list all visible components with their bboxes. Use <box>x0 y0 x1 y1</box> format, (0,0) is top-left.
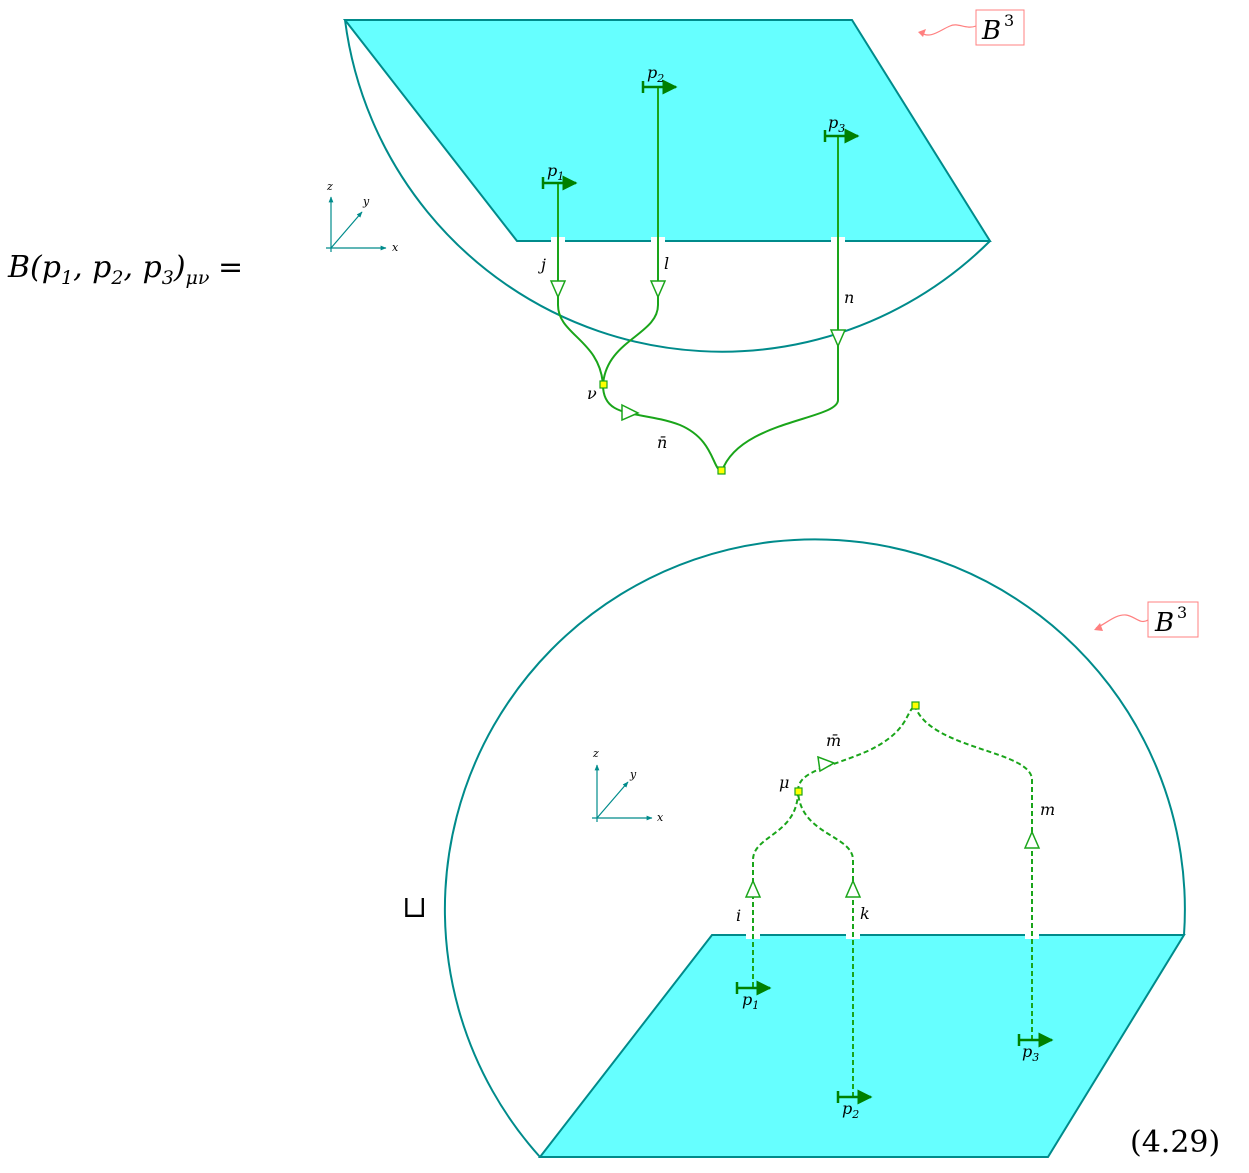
top-ball-tag-sup: 3 <box>1004 11 1014 30</box>
top-edge-label-j: j <box>538 255 546 274</box>
lhs-index: μν <box>185 267 210 289</box>
top-vertex-label-nu: ν <box>587 384 597 403</box>
top-sheet <box>342 19 992 242</box>
arrow-l <box>649 280 667 299</box>
top-string-n <box>721 136 839 472</box>
top-axes: z y x <box>326 180 399 254</box>
bottom-ball-boundary <box>443 538 1186 1158</box>
top-ball-tag: B 3 <box>918 9 1025 46</box>
bottom-ball-tag-sup: 3 <box>1177 603 1187 622</box>
bottom-string-i <box>752 790 799 987</box>
top-axis-y-label: y <box>362 195 370 208</box>
top-label-p2: p2 <box>647 63 664 85</box>
top-axis-z-label: z <box>326 180 333 193</box>
bottom-ball-tag: B 3 <box>1094 601 1199 638</box>
bottom-axis-y-label: y <box>629 768 637 781</box>
bottom-label-p3: p3 <box>1022 1042 1039 1064</box>
bottom-puncture-p1 <box>735 980 772 996</box>
top-string-nbar <box>602 384 723 472</box>
top-puncture-p1 <box>541 175 578 191</box>
bottom-axes: z y x <box>592 747 664 824</box>
top-ball-boundary <box>344 19 991 353</box>
lhs-mid-1: , p <box>73 250 112 285</box>
bottom-string-mbar <box>797 705 916 792</box>
bottom-edge-label-k: k <box>860 904 870 923</box>
equation-number: (4.29) <box>1130 1125 1221 1160</box>
bottom-label-p1: p1 <box>742 990 759 1012</box>
bottom-puncture-p3 <box>1017 1032 1054 1048</box>
top-puncture-p2 <box>641 79 678 95</box>
bottom-label-p2: p2 <box>842 1099 859 1121</box>
arrow-j <box>549 280 567 299</box>
top-string-l <box>602 87 659 386</box>
top-string-j <box>557 183 604 386</box>
top-puncture-p3 <box>823 128 860 144</box>
bottom-edge-label-m: m <box>1040 800 1055 819</box>
bottom-axis-x-label: x <box>657 811 664 824</box>
bottom-diagram: p1 p2 p3 i k m m̄ μ z y x B 3 <box>443 538 1199 1158</box>
lhs-sub-3: 3 <box>161 267 174 289</box>
bottom-edge-label-i: i <box>736 906 741 925</box>
arrow-n <box>829 329 847 348</box>
bottom-string-m <box>914 705 1033 1040</box>
bottom-ball-tag-label: B <box>1154 608 1174 638</box>
top-label-p3: p3 <box>828 113 845 135</box>
arrow-i <box>744 879 762 898</box>
equation-lhs: B(p1, p2, p3)μν <box>8 250 209 289</box>
top-ball-tag-label: B <box>981 16 1001 46</box>
bottom-puncture-p2 <box>836 1089 873 1105</box>
arrow-k <box>844 879 862 898</box>
arrow-nbar <box>621 403 640 422</box>
top-label-p1: p1 <box>547 161 564 183</box>
top-edge-label-n: n <box>844 288 854 307</box>
disjoint-union-symbol: ⊔ <box>402 890 428 925</box>
lhs-sub-2: 2 <box>111 267 124 289</box>
bottom-vertex-mu <box>794 787 803 796</box>
bottom-axis-z-label: z <box>592 747 599 760</box>
top-vertex-nu <box>599 380 608 389</box>
bottom-vertex-top <box>911 701 920 710</box>
top-diagram: p1 p2 p3 j l n n̄ ν z y x B 3 <box>326 9 1025 475</box>
equals-sign: = <box>218 250 244 285</box>
top-edge-label-nbar: n̄ <box>657 433 667 452</box>
top-edge-label-l: l <box>664 254 669 273</box>
lhs-mid-2: , p <box>123 250 162 285</box>
arrow-mbar <box>817 755 836 773</box>
top-axis-x-label: x <box>392 241 399 254</box>
arrow-m <box>1023 830 1041 849</box>
lhs-sub-1: 1 <box>60 267 74 289</box>
bottom-string-k <box>797 790 854 1097</box>
bottom-vertex-label-mu: μ <box>779 773 789 792</box>
lhs-main: B(p <box>8 250 61 285</box>
bottom-edge-label-mbar: m̄ <box>826 731 841 750</box>
bottom-sheet <box>537 934 1186 1158</box>
lhs-close: ) <box>173 250 186 285</box>
top-vertex-bottom <box>717 466 726 475</box>
